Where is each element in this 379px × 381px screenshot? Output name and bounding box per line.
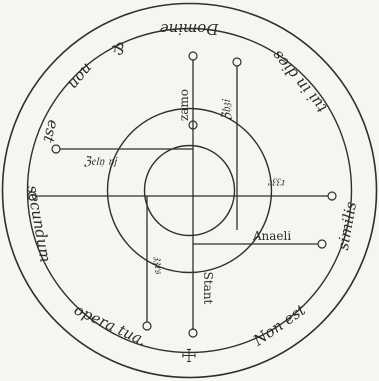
word-domine: Domine: [160, 20, 220, 38]
node-right-middle: [328, 192, 336, 200]
word-similis: similis: [334, 200, 360, 251]
glyph-lower-left: 𝔷𝔷𝔯𝔰: [152, 256, 166, 275]
node-top: [189, 52, 197, 60]
glyph-left-horizontal: ℨ𝔢𝔩𝔶 𝔶𝔧: [84, 154, 119, 168]
word-non: non: [65, 60, 97, 93]
node-bottom: [189, 329, 197, 337]
node-left-bottom: [143, 322, 151, 330]
label-anaeli: Anaeli: [252, 229, 291, 243]
cross-icon: ☩: [181, 346, 197, 367]
node-left-upper: [52, 145, 60, 153]
glyph-upper-right: ℨ𝔥𝔷𝔦: [219, 98, 233, 120]
center-circle: [145, 146, 235, 236]
word-opera-tua: opera tua.: [71, 300, 149, 349]
node-right-lower: [318, 240, 326, 248]
label-zamo: zamo: [177, 89, 191, 121]
middle-circle: [108, 109, 272, 273]
label-stant: Stant: [201, 272, 215, 305]
node-right-top: [233, 58, 241, 66]
glyph-right-horizontal: 𝔯𝔷𝔷𝔢: [268, 177, 286, 191]
outer-circle: [3, 4, 377, 378]
word-non-est: Non est: [249, 300, 309, 350]
border-words: Domine & non est secundum opera tua. Non…: [23, 20, 360, 350]
